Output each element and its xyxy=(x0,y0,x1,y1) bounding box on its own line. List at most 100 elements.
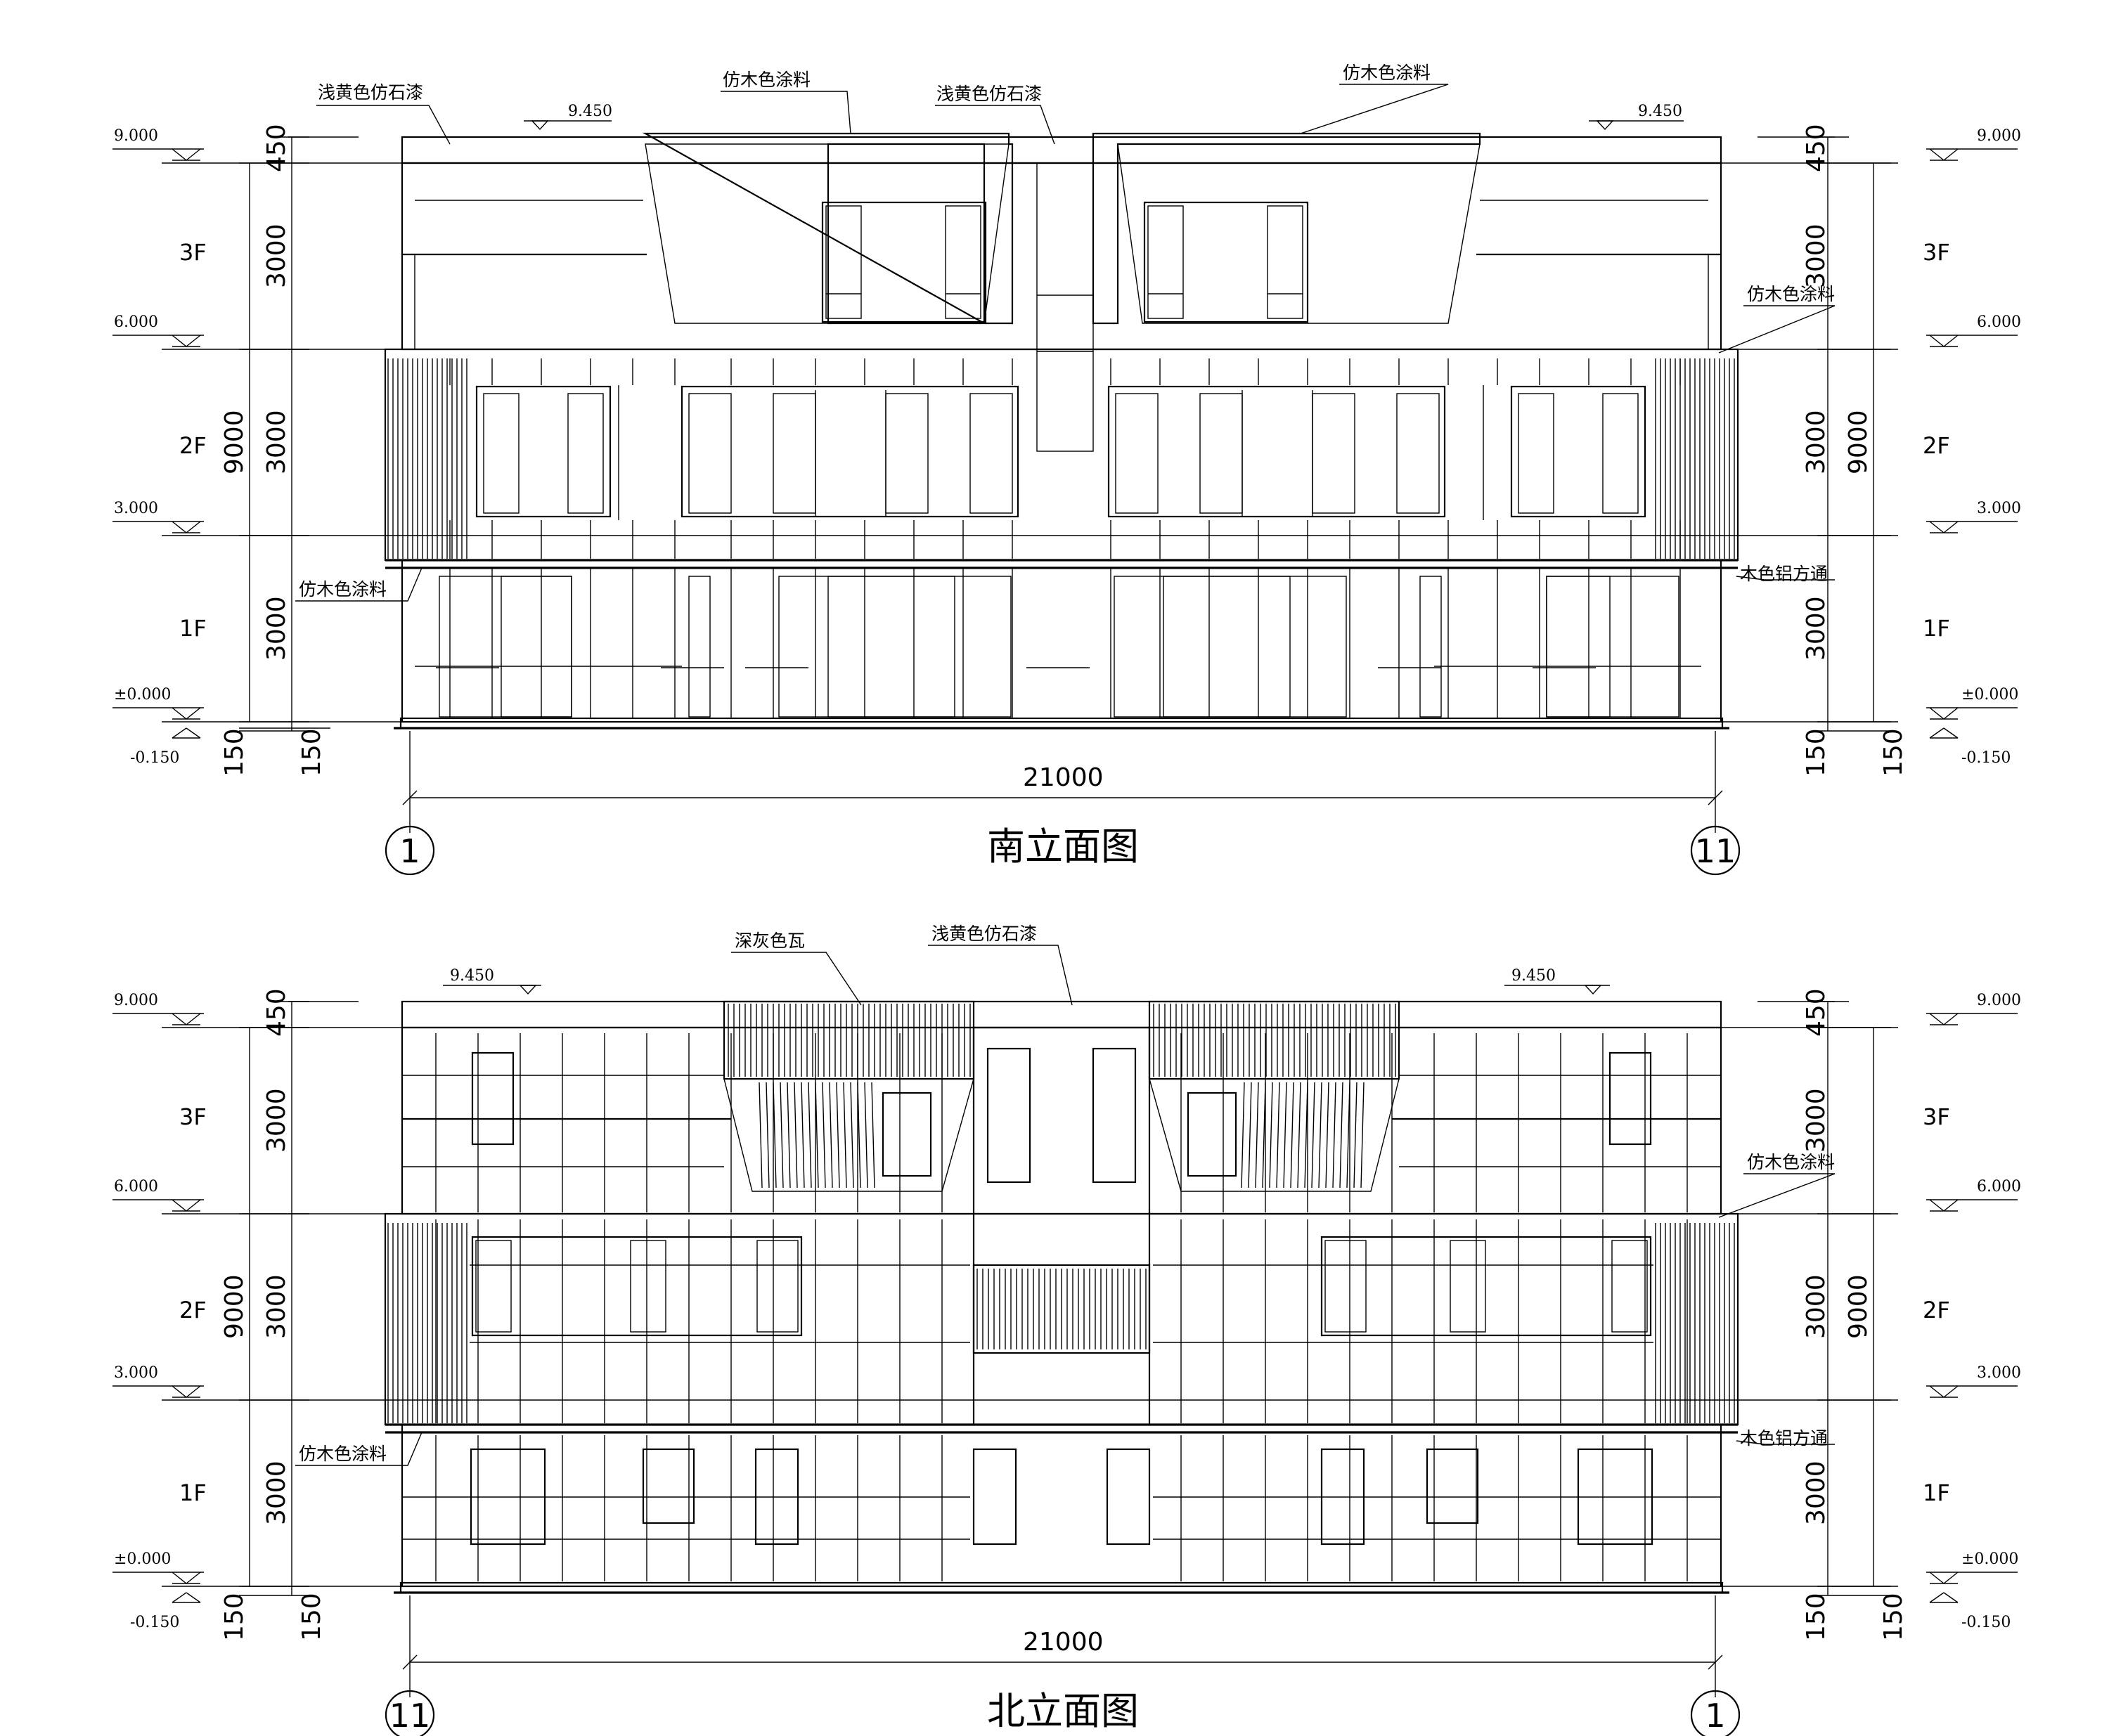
facade-line xyxy=(1943,1013,1959,1025)
facade-line xyxy=(1276,1082,1280,1188)
facade-line xyxy=(1339,1082,1343,1188)
level-base-right: -0.150 xyxy=(1961,749,2011,767)
label-tile: 深灰色瓦 xyxy=(735,931,805,951)
level-base-left: -0.150 xyxy=(130,749,179,767)
facade-line xyxy=(1929,727,1944,739)
facade-line xyxy=(787,1082,791,1188)
dim-total-right-n: 9000 xyxy=(1844,1274,1873,1339)
label-aluminium: 木色铝方通 xyxy=(1740,564,1828,584)
south-width-dim xyxy=(402,731,1723,833)
facade-line xyxy=(1943,148,1959,161)
south-building xyxy=(384,132,1739,730)
level-top-right: 9.450 xyxy=(1638,103,1682,120)
dim-parapet-right-n: 450 xyxy=(1802,988,1831,1037)
axis-left: 1 xyxy=(399,832,420,870)
dim-3f-left-n: 3000 xyxy=(262,1088,291,1153)
south-louvres xyxy=(387,358,1735,559)
facade-line xyxy=(1255,1082,1259,1188)
south-leaders xyxy=(295,84,1836,602)
dim-2f-right-n: 3000 xyxy=(1802,1274,1831,1339)
label-aluminium-n: 木色铝方通 xyxy=(1740,1428,1828,1449)
facade-line xyxy=(1929,707,1944,720)
floor-1f-left-n: 1F xyxy=(179,1479,207,1506)
facade-line xyxy=(172,1199,187,1212)
north-dims-right xyxy=(1817,1001,1891,1596)
facade-line xyxy=(186,148,201,161)
facade-line xyxy=(864,1082,868,1188)
floor-2f-left: 2F xyxy=(179,432,207,459)
facade-line xyxy=(871,1082,875,1188)
dim-width: 21000 xyxy=(1023,763,1104,792)
facade-line xyxy=(780,1082,784,1188)
facade-line xyxy=(1311,1082,1315,1188)
facade-line xyxy=(1332,1082,1336,1188)
dim-width-n: 21000 xyxy=(1023,1628,1104,1657)
south-title: 南立面图 xyxy=(987,824,1139,869)
level-f3-right: 6.000 xyxy=(1977,313,2021,331)
north-elevation: 深灰色瓦 浅黄色仿石漆 仿木色涂料 仿木色涂料 木色铝方通 9.450 9.45… xyxy=(112,924,2021,1736)
level-top-left: 9.450 xyxy=(568,103,612,120)
facade-line xyxy=(1929,1013,1944,1025)
dim-parapet-right: 450 xyxy=(1802,124,1831,172)
facade-line xyxy=(1943,1199,1959,1212)
floor-3f-right: 3F xyxy=(1923,239,1950,266)
facade-line xyxy=(836,1082,840,1188)
dim-3f-right: 3000 xyxy=(1802,224,1831,288)
facade-line xyxy=(1290,1082,1294,1188)
dim-plinth-left-a-n: 150 xyxy=(220,1593,249,1641)
facade-line xyxy=(186,1572,201,1584)
facade-line xyxy=(172,148,187,161)
dim-plinth-right-b: 150 xyxy=(1879,728,1908,777)
floor-2f-right-n: 2F xyxy=(1923,1297,1950,1323)
facade-line xyxy=(801,1082,805,1188)
facade-line xyxy=(186,1199,201,1212)
facade-line xyxy=(794,1082,798,1188)
facade-line xyxy=(1241,1082,1245,1188)
label-stone-center-n: 浅黄色仿石漆 xyxy=(931,924,1037,944)
level-top-right-n: 9.450 xyxy=(1511,967,1556,985)
dim-plinth-right-a-n: 150 xyxy=(1802,1593,1831,1641)
south-dims-right xyxy=(1817,136,1891,732)
facade-line xyxy=(172,1385,187,1398)
north-leaders xyxy=(295,945,1836,1466)
facade-line xyxy=(1318,1082,1322,1188)
dim-2f-left: 3000 xyxy=(262,410,291,474)
facade-line xyxy=(759,1082,763,1188)
facade-line xyxy=(1283,1082,1287,1188)
dim-1f-right-n: 3000 xyxy=(1802,1460,1831,1525)
level-top-left-n: 9.450 xyxy=(450,967,494,985)
floor-3f-left-n: 3F xyxy=(179,1103,207,1130)
level-f3-right-n: 6.000 xyxy=(1977,1178,2021,1196)
axis-right: 11 xyxy=(1695,832,1736,870)
facade-line xyxy=(1360,1082,1365,1188)
facade-line xyxy=(808,1082,812,1188)
dim-parapet-left: 450 xyxy=(262,124,291,172)
facade-line xyxy=(186,1385,201,1398)
level-f2-right-n: 3.000 xyxy=(1977,1364,2021,1382)
dim-1f-left-n: 3000 xyxy=(262,1460,291,1525)
level-f2-right: 3.000 xyxy=(1977,500,2021,517)
dim-plinth-left-b-n: 150 xyxy=(297,1593,326,1641)
floor-1f-left: 1F xyxy=(179,615,207,642)
dim-1f-left: 3000 xyxy=(262,596,291,661)
facade-line xyxy=(1929,335,1944,347)
facade-line xyxy=(172,707,187,720)
north-width-dim xyxy=(402,1595,1723,1697)
level-base-right-n: -0.150 xyxy=(1961,1614,2011,1631)
north-dims-left xyxy=(239,1001,309,1596)
label-wood-top-right: 仿木色涂料 xyxy=(1343,63,1431,83)
level-f2-left-n: 3.000 xyxy=(114,1364,158,1382)
south-level-marks xyxy=(112,148,2018,739)
facade-line xyxy=(829,1082,833,1188)
facade-line xyxy=(1325,1082,1329,1188)
label-wood-right-n: 仿木色涂料 xyxy=(1747,1152,1835,1172)
label-wood-right: 仿木色涂料 xyxy=(1747,284,1835,304)
dim-parapet-left-n: 450 xyxy=(262,988,291,1037)
facade-line xyxy=(822,1082,826,1188)
level-roof-left: 9.000 xyxy=(114,127,158,145)
dim-plinth-right-b-n: 150 xyxy=(1879,1593,1908,1641)
facade-line xyxy=(172,521,187,533)
dim-1f-right: 3000 xyxy=(1802,596,1831,661)
dim-total-right: 9000 xyxy=(1844,410,1873,474)
